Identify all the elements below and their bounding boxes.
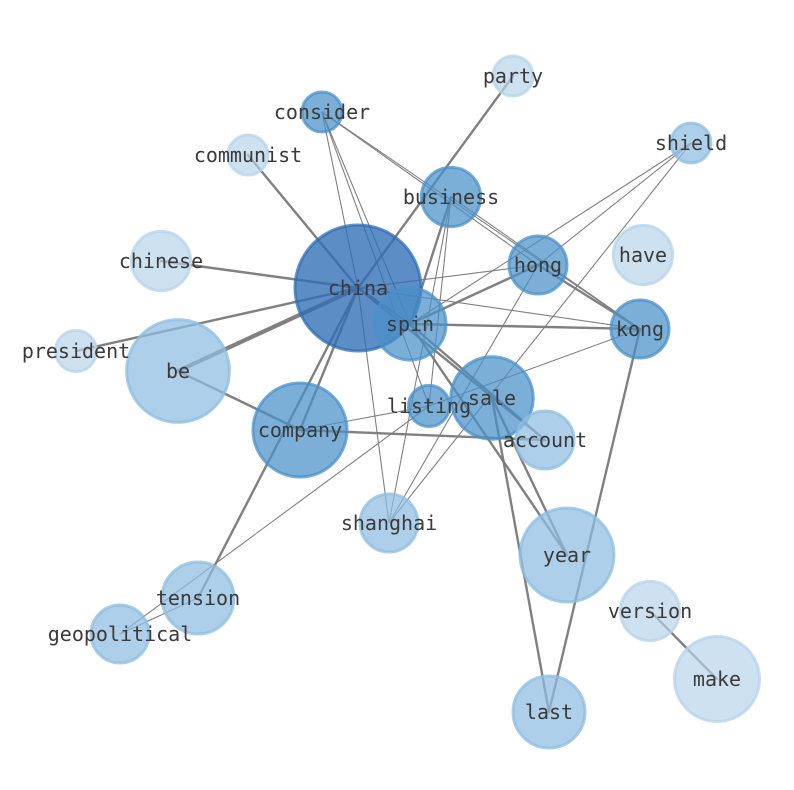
node-spin <box>372 286 448 362</box>
node-last <box>511 674 587 750</box>
node-label-listing: listing <box>387 394 471 418</box>
node-have <box>611 223 675 287</box>
node-label-president: president <box>22 339 130 363</box>
node-label-consider: consider <box>274 100 370 124</box>
node-communist <box>226 133 270 177</box>
node-label-chinese: chinese <box>119 249 203 273</box>
node-business <box>419 165 483 229</box>
node-geopolitical <box>89 603 151 665</box>
node-label-make: make <box>693 667 741 691</box>
node-label-geopolitical: geopolitical <box>48 622 193 646</box>
node-label-kong: kong <box>616 317 664 341</box>
node-label-party: party <box>483 64 543 88</box>
node-label-china: china <box>328 276 388 300</box>
node-kong <box>609 298 671 360</box>
node-account <box>514 409 576 471</box>
node-tension <box>160 560 236 636</box>
node-company <box>251 381 349 479</box>
node-consider <box>300 90 344 134</box>
node-shield <box>669 121 713 165</box>
node-label-year: year <box>543 543 591 567</box>
node-president <box>53 328 99 374</box>
edge-shield-hong <box>537 142 692 266</box>
node-label-have: have <box>619 243 667 267</box>
node-sale <box>449 355 535 441</box>
node-label-business: business <box>403 185 499 209</box>
node-year <box>518 506 616 604</box>
node-label-spin: spin <box>386 312 434 336</box>
node-make <box>673 635 761 723</box>
node-version <box>618 579 682 643</box>
node-label-hong: hong <box>514 253 562 277</box>
node-shanghai <box>358 492 420 554</box>
node-chinese <box>129 229 193 293</box>
edge-shield-shanghai <box>388 142 692 524</box>
node-label-shield: shield <box>655 131 727 155</box>
node-label-sale: sale <box>468 386 516 410</box>
node-label-be: be <box>166 359 190 383</box>
node-layer <box>53 54 761 750</box>
edge-spin-kong <box>408 322 642 331</box>
node-label-account: account <box>503 428 587 452</box>
node-label-version: version <box>608 599 692 623</box>
node-label-company: company <box>258 418 342 442</box>
node-be <box>125 318 231 424</box>
node-party <box>491 54 535 98</box>
node-label-communist: communist <box>194 143 302 167</box>
edge-shield-spin <box>409 142 692 325</box>
node-label-shanghai: shanghai <box>341 511 437 535</box>
edge-consider-kong <box>321 111 641 330</box>
node-hong <box>507 234 569 296</box>
node-label-tension: tension <box>156 586 240 610</box>
node-label-last: last <box>525 700 573 724</box>
node-listing <box>406 383 452 429</box>
